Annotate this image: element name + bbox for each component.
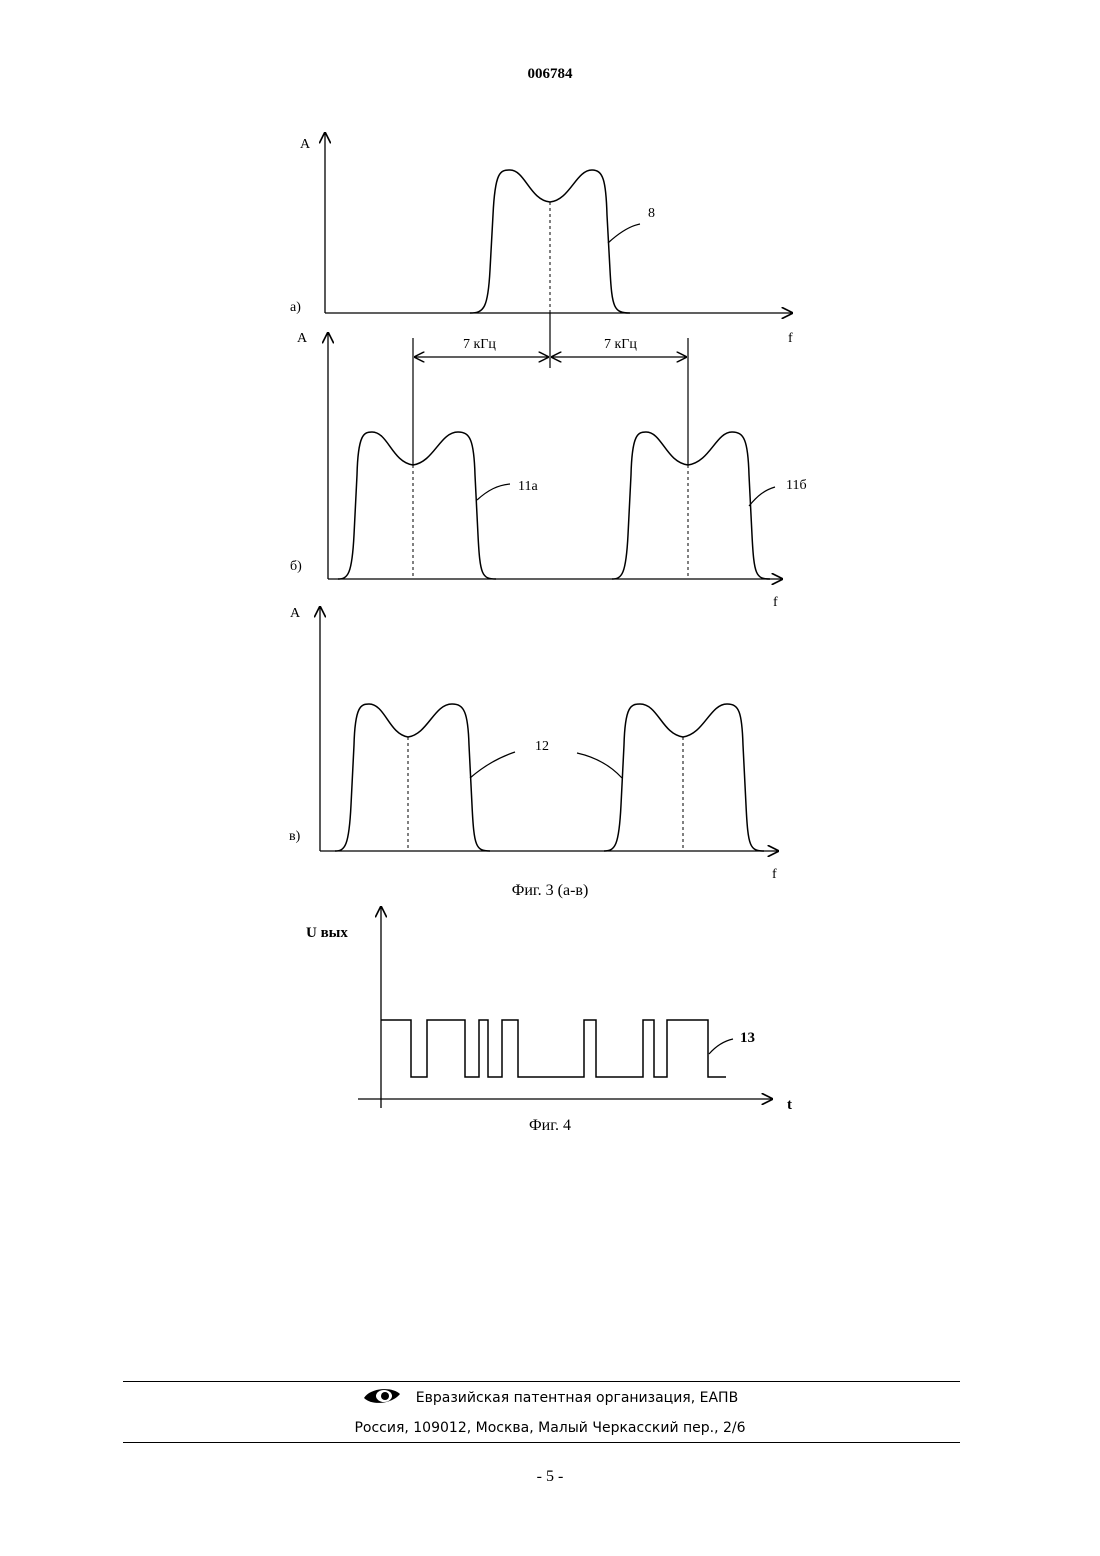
leader-13 [709,1039,733,1054]
spectrum-8 [470,170,630,313]
output-signal-13 [381,1020,726,1077]
panel-a-letter: а) [290,300,301,315]
fig4-x-label: t [787,1097,792,1113]
panel-c-letter: в) [289,829,301,844]
panel-c-x-label: f [772,867,777,882]
shift-label-left: 7 кГц [463,337,496,352]
footer-rule-top [123,1381,960,1382]
leader-11a [477,484,510,500]
panel-b-x-label: f [773,595,778,610]
panel-a-y-label: A [300,137,311,152]
ref-label-11b: 11б [786,478,807,493]
spectrum-12-left [335,704,490,851]
panel-c-y-label: A [290,606,301,621]
fig3-panel-b: A 7 кГц 7 кГц 11а 11б б) f [290,313,807,610]
footer-address: Россия, 109012, Москва, Малый Черкасский… [0,1420,1100,1436]
fig4-plot: U вых 13 t [306,907,792,1113]
ref-label-8: 8 [648,206,655,221]
spectrum-11a [338,432,496,579]
spectrum-11b [612,432,770,579]
panel-b-y-label: A [297,331,308,346]
panel-a-x-label: f [788,331,793,346]
leader-12-right [577,753,622,778]
spectrum-12-right [604,704,764,851]
eye-icon [362,1386,402,1410]
footer-rule-bottom [123,1442,960,1443]
fig3-panel-a: A а) 8 f [290,133,793,346]
fig3-caption: Фиг. 3 (а-в) [512,882,589,899]
org-name: Евразийская патентная организация, ЕАПВ [416,1390,738,1406]
fig4-caption: Фиг. 4 [529,1117,571,1134]
leader-8 [608,224,640,243]
leader-12-left [470,752,515,778]
fig4-y-label: U вых [306,925,348,941]
footer-org-line: Евразийская патентная организация, ЕАПВ [0,1386,1100,1410]
panel-b-letter: б) [290,559,302,574]
shift-label-right: 7 кГц [604,337,637,352]
page-number: - 5 - [0,1468,1100,1486]
fig3-panel-c: A 12 в) f [289,606,778,882]
ref-label-13: 13 [740,1030,755,1046]
ref-label-11a: 11а [518,479,538,494]
leader-11b [749,487,775,506]
ref-label-12: 12 [535,739,549,754]
